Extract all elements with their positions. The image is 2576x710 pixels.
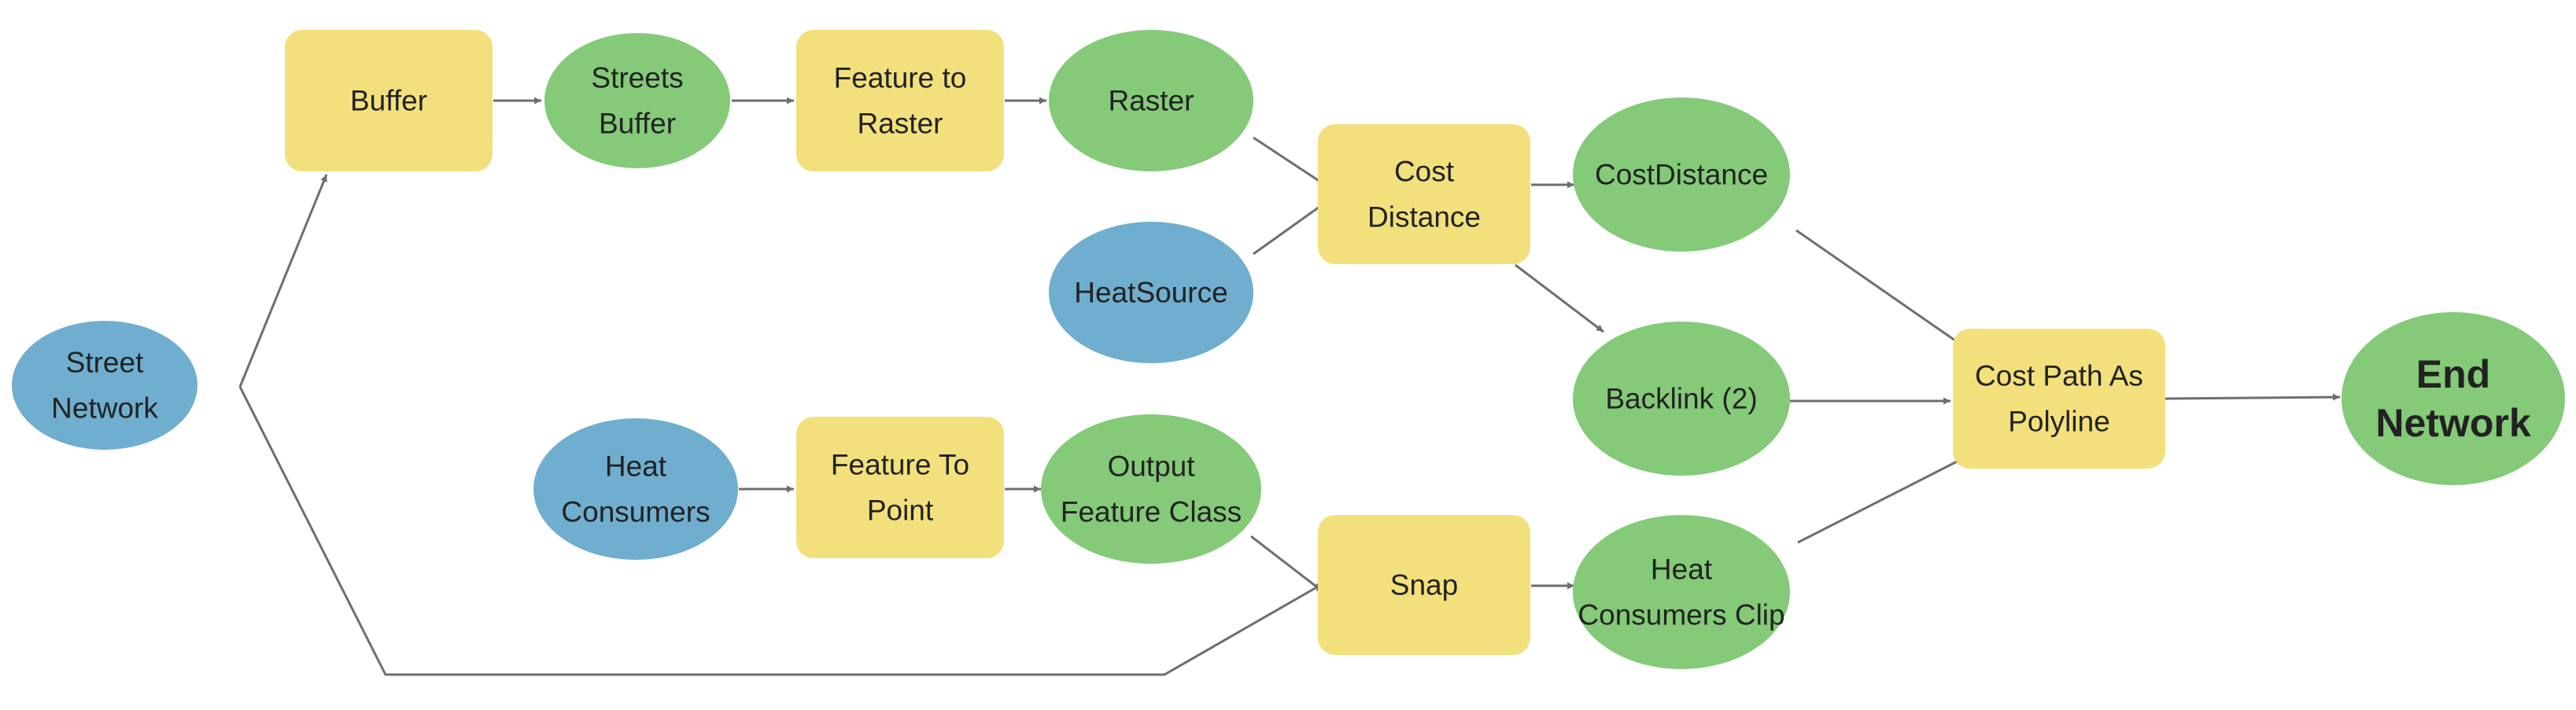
output-data-shape xyxy=(1049,30,1253,171)
node-feature-to-raster[interactable]: Feature to Raster xyxy=(796,30,1004,171)
input-data-shape xyxy=(12,321,197,450)
node-label-heat-consumers-clip-line-1: Heat xyxy=(1651,554,1713,586)
node-label-feature-to-point-line-2: Point xyxy=(867,495,934,527)
connector-output-feature-class-to-snap xyxy=(1250,535,1324,594)
node-layer: StreetNetworkBufferStreetsBufferFeature … xyxy=(12,30,2565,669)
output-data-shape xyxy=(1573,322,1790,476)
node-label-end-network-line-2: Network xyxy=(2375,401,2530,445)
tool-shape xyxy=(796,30,1004,171)
output-data-shape xyxy=(1573,97,1790,252)
node-snap[interactable]: Snap xyxy=(1318,515,1530,655)
node-label-feature-to-point-line-1: Feature To xyxy=(831,449,969,481)
connector-cost-distance-out-to-cost-path-as-polyline xyxy=(1795,229,1964,348)
connector-heat-consumers-clip-to-cost-path-as-polyline xyxy=(1797,457,1964,544)
node-label-output-feature-class-line-2: Feature Class xyxy=(1061,496,1242,528)
node-heat-source[interactable]: HeatSource xyxy=(1049,222,1253,363)
connector-street-network-to-snap xyxy=(238,386,1324,676)
node-label-feature-to-raster-line-1: Feature to xyxy=(834,62,967,94)
node-label-buffer-line-1: Buffer xyxy=(350,85,427,117)
node-label-feature-to-raster-line-2: Raster xyxy=(858,108,943,140)
connector-layer xyxy=(238,97,2341,676)
node-label-heat-consumers-line-1: Heat xyxy=(605,451,667,483)
connector-heat-source-to-cost-distance xyxy=(1253,201,1326,256)
node-cost-path-as-polyline[interactable]: Cost Path As Polyline xyxy=(1953,329,2165,469)
tool-shape xyxy=(285,30,493,171)
node-label-snap-line-1: Snap xyxy=(1390,569,1458,601)
node-label-cost-distance-out-line-1: CostDistance xyxy=(1595,159,1768,191)
node-cost-distance-out[interactable]: CostDistance xyxy=(1573,97,1790,252)
output-data-shape xyxy=(1573,515,1790,669)
node-label-cost-distance-line-1: Cost xyxy=(1394,156,1455,188)
node-label-backlink-line-1: Backlink (2) xyxy=(1605,383,1757,415)
node-label-heat-source-line-1: HeatSource xyxy=(1074,277,1227,309)
output-data-shape xyxy=(1041,414,1261,564)
node-label-heat-consumers-clip-line-2: Consumers Clip xyxy=(1578,599,1784,631)
connector-street-network-to-buffer xyxy=(238,174,328,388)
node-label-heat-consumers-line-2: Consumers xyxy=(561,496,710,528)
output-data-shape xyxy=(2342,312,2565,485)
node-label-cost-distance-line-2: Distance xyxy=(1367,201,1481,234)
node-label-streets-buffer-line-2: Buffer xyxy=(599,108,676,140)
node-label-output-feature-class-line-1: Output xyxy=(1107,451,1195,483)
input-data-shape xyxy=(533,418,738,560)
connector-raster-to-cost-distance xyxy=(1253,136,1326,186)
node-feature-to-point[interactable]: Feature To Point xyxy=(796,417,1004,558)
node-label-cost-path-as-polyline-line-2: Polyline xyxy=(2008,406,2110,438)
node-label-streets-buffer-line-1: Streets xyxy=(591,62,683,94)
connector-cost-distance-to-backlink xyxy=(1515,263,1604,333)
node-label-cost-path-as-polyline-line-1: Cost Path As xyxy=(1975,360,2143,392)
node-label-raster-line-1: Raster xyxy=(1109,85,1194,117)
node-backlink[interactable]: Backlink (2) xyxy=(1573,322,1790,476)
tool-shape xyxy=(1318,124,1530,264)
node-cost-distance[interactable]: CostDistance xyxy=(1318,124,1530,264)
input-data-shape xyxy=(1049,222,1253,363)
output-data-shape xyxy=(544,33,730,168)
tool-shape xyxy=(1953,329,2165,469)
node-label-street-network-line-1: Street xyxy=(66,347,144,379)
node-label-street-network-line-2: Network xyxy=(51,392,158,425)
node-raster[interactable]: Raster xyxy=(1049,30,1253,171)
node-label-end-network-line-1: End xyxy=(2416,352,2490,396)
tool-shape xyxy=(1318,515,1530,655)
connector-cost-path-as-polyline-to-end-network xyxy=(2165,393,2341,401)
node-buffer[interactable]: Buffer xyxy=(285,30,493,171)
tool-shape xyxy=(796,417,1004,558)
